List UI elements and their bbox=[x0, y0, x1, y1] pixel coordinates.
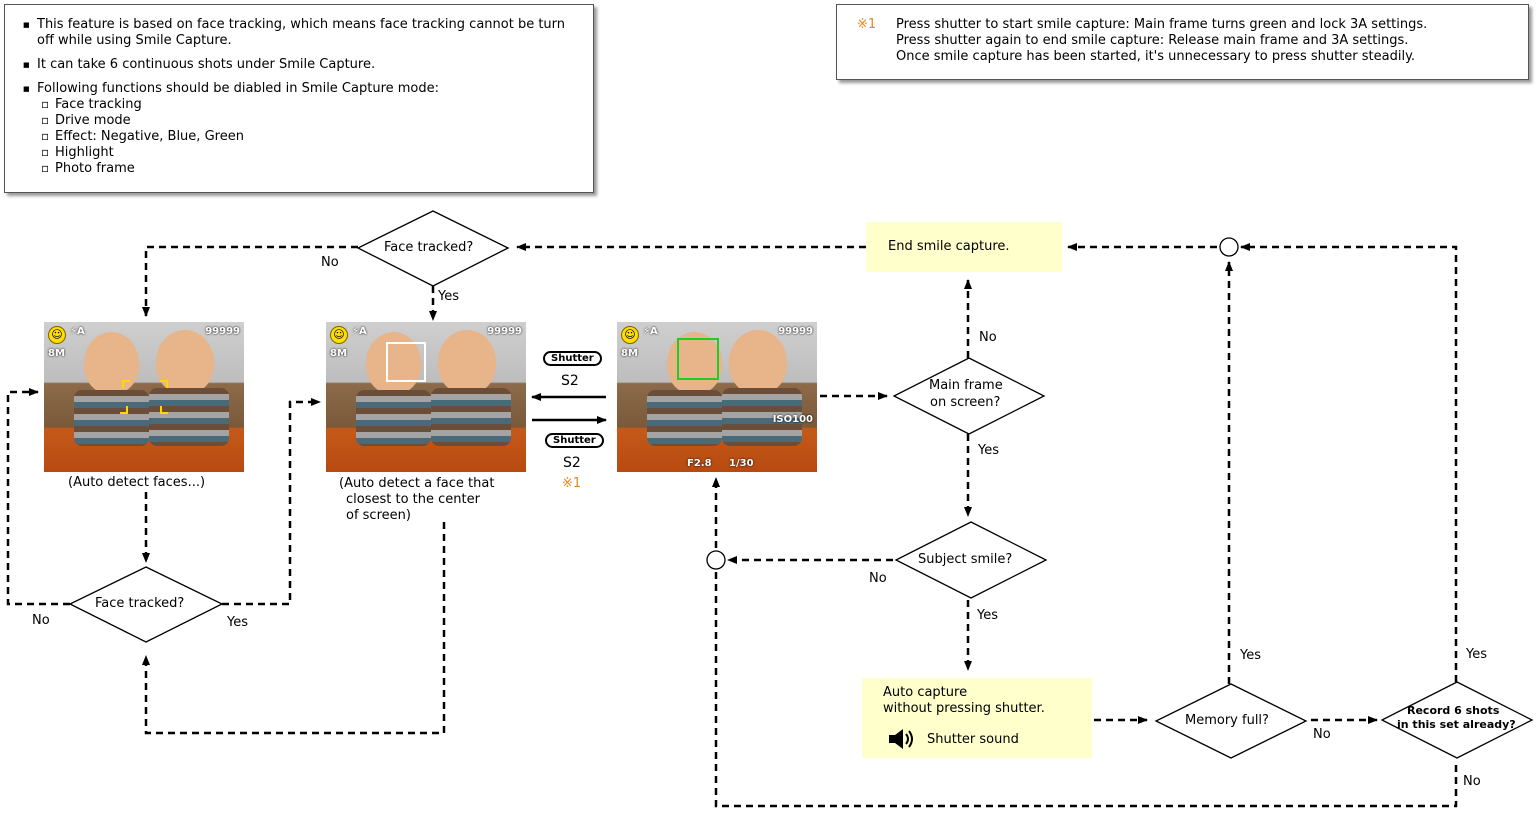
shutter-button-icon: Shutter bbox=[543, 351, 602, 366]
note-line: Press shutter again to end smile capture… bbox=[896, 33, 1409, 48]
decision-label: Memory full? bbox=[1185, 713, 1269, 728]
auto-capture-line: Auto capture bbox=[883, 685, 968, 700]
no-label: No bbox=[32, 613, 50, 628]
junction-bottom bbox=[706, 550, 726, 570]
no-label: No bbox=[979, 330, 997, 345]
no-label: No bbox=[1313, 727, 1331, 742]
feature-notes: This feature is based on face tracking, … bbox=[4, 4, 594, 193]
shot-counter: 99999 bbox=[778, 326, 813, 337]
flow-photo2-loop bbox=[142, 522, 446, 735]
decision-label: Face tracked? bbox=[384, 240, 474, 255]
flow-record-yes bbox=[1240, 243, 1458, 682]
yes-label: Yes bbox=[438, 289, 459, 304]
note-bullet: Following functions should be diabled in… bbox=[15, 81, 583, 97]
flash-indicator: ⚡A bbox=[643, 326, 658, 337]
shutter-speed-indicator: 1/30 bbox=[729, 458, 754, 469]
aperture-indicator: F2.8 bbox=[687, 458, 712, 469]
shutter-sound-label: Shutter sound bbox=[927, 732, 1019, 747]
shutter-button-icon: Shutter bbox=[545, 433, 604, 448]
yes-label: Yes bbox=[978, 443, 999, 458]
face-detect-corner bbox=[122, 380, 130, 388]
no-label: No bbox=[1463, 774, 1481, 789]
yes-label: Yes bbox=[977, 608, 998, 623]
s2-label: S2 bbox=[563, 455, 581, 471]
camera-preview-detecting: ☺ ⚡A 99999 8M bbox=[44, 322, 244, 472]
camera-preview-tracking: ☺ ⚡A 99999 8M bbox=[326, 322, 526, 472]
shot-counter: 99999 bbox=[205, 326, 240, 337]
note-sub-item: Drive mode bbox=[15, 112, 583, 129]
iso-indicator: ISO100 bbox=[772, 414, 813, 425]
decision-label: Face tracked? bbox=[95, 596, 185, 611]
shot-counter: 99999 bbox=[487, 326, 522, 337]
face-detect-corner bbox=[120, 406, 128, 414]
decision-label: Subject smile? bbox=[918, 552, 1013, 567]
photo2-caption-line: of screen) bbox=[346, 508, 411, 523]
end-capture-label: End smile capture. bbox=[888, 239, 1010, 254]
note-bullet: It can take 6 continuous shots under Smi… bbox=[15, 57, 583, 73]
s2-label: S2 bbox=[561, 373, 579, 389]
image-size-indicator: 8M bbox=[330, 348, 347, 359]
auto-capture-line: without pressing shutter. bbox=[883, 701, 1045, 716]
note-sub-item: Highlight bbox=[15, 144, 583, 161]
note-bullet: This feature is based on face tracking, … bbox=[15, 17, 583, 49]
speaker-icon bbox=[889, 729, 913, 749]
reference-mark: ※1 bbox=[562, 476, 582, 491]
photo2-caption-line: (Auto detect a face that bbox=[339, 476, 495, 491]
yes-label: Yes bbox=[227, 615, 248, 630]
end-capture-box: End smile capture. bbox=[866, 222, 1062, 272]
camera-preview-locked: ☺ ⚡A 99999 8M ISO100 F2.8 1/30 bbox=[617, 322, 817, 472]
face-detect-corner bbox=[160, 380, 168, 388]
photo1-caption: (Auto detect faces...) bbox=[68, 475, 206, 490]
flash-indicator: ⚡A bbox=[70, 326, 85, 337]
photo2-caption-line: closest to the center bbox=[346, 492, 480, 507]
image-size-indicator: 8M bbox=[48, 348, 65, 359]
note-sub-item: Effect: Negative, Blue, Green bbox=[15, 128, 583, 145]
face-detect-corner bbox=[160, 406, 168, 414]
note-sub-item: Photo frame bbox=[15, 160, 583, 177]
no-label: No bbox=[321, 255, 339, 270]
decision-label: Main frame bbox=[929, 378, 1003, 393]
no-label: No bbox=[869, 571, 887, 586]
flash-indicator: ⚡A bbox=[352, 326, 367, 337]
locked-face-frame bbox=[677, 338, 719, 380]
yes-label: Yes bbox=[1240, 648, 1261, 663]
smile-mode-icon: ☺ bbox=[621, 326, 639, 344]
note-line: Press shutter to start smile capture: Ma… bbox=[896, 17, 1428, 32]
face-tracking-frame bbox=[386, 342, 426, 382]
note-sub-item: Face tracking bbox=[15, 96, 583, 113]
decision-label: Record 6 shots bbox=[1407, 704, 1500, 717]
junction-top bbox=[1219, 237, 1239, 257]
decision-label: on screen? bbox=[930, 395, 1001, 410]
image-size-indicator: 8M bbox=[621, 348, 638, 359]
smile-mode-icon: ☺ bbox=[330, 326, 348, 344]
smile-mode-icon: ☺ bbox=[48, 326, 66, 344]
shutter-note: ※1 Press shutter to start smile capture:… bbox=[836, 4, 1529, 80]
yes-label: Yes bbox=[1466, 647, 1487, 662]
reference-mark: ※1 bbox=[857, 17, 877, 32]
note-line: Once smile capture has been started, it'… bbox=[896, 49, 1416, 64]
decision-label: in this set already? bbox=[1397, 718, 1516, 731]
auto-capture-box: Auto capture without pressing shutter. S… bbox=[862, 678, 1092, 758]
